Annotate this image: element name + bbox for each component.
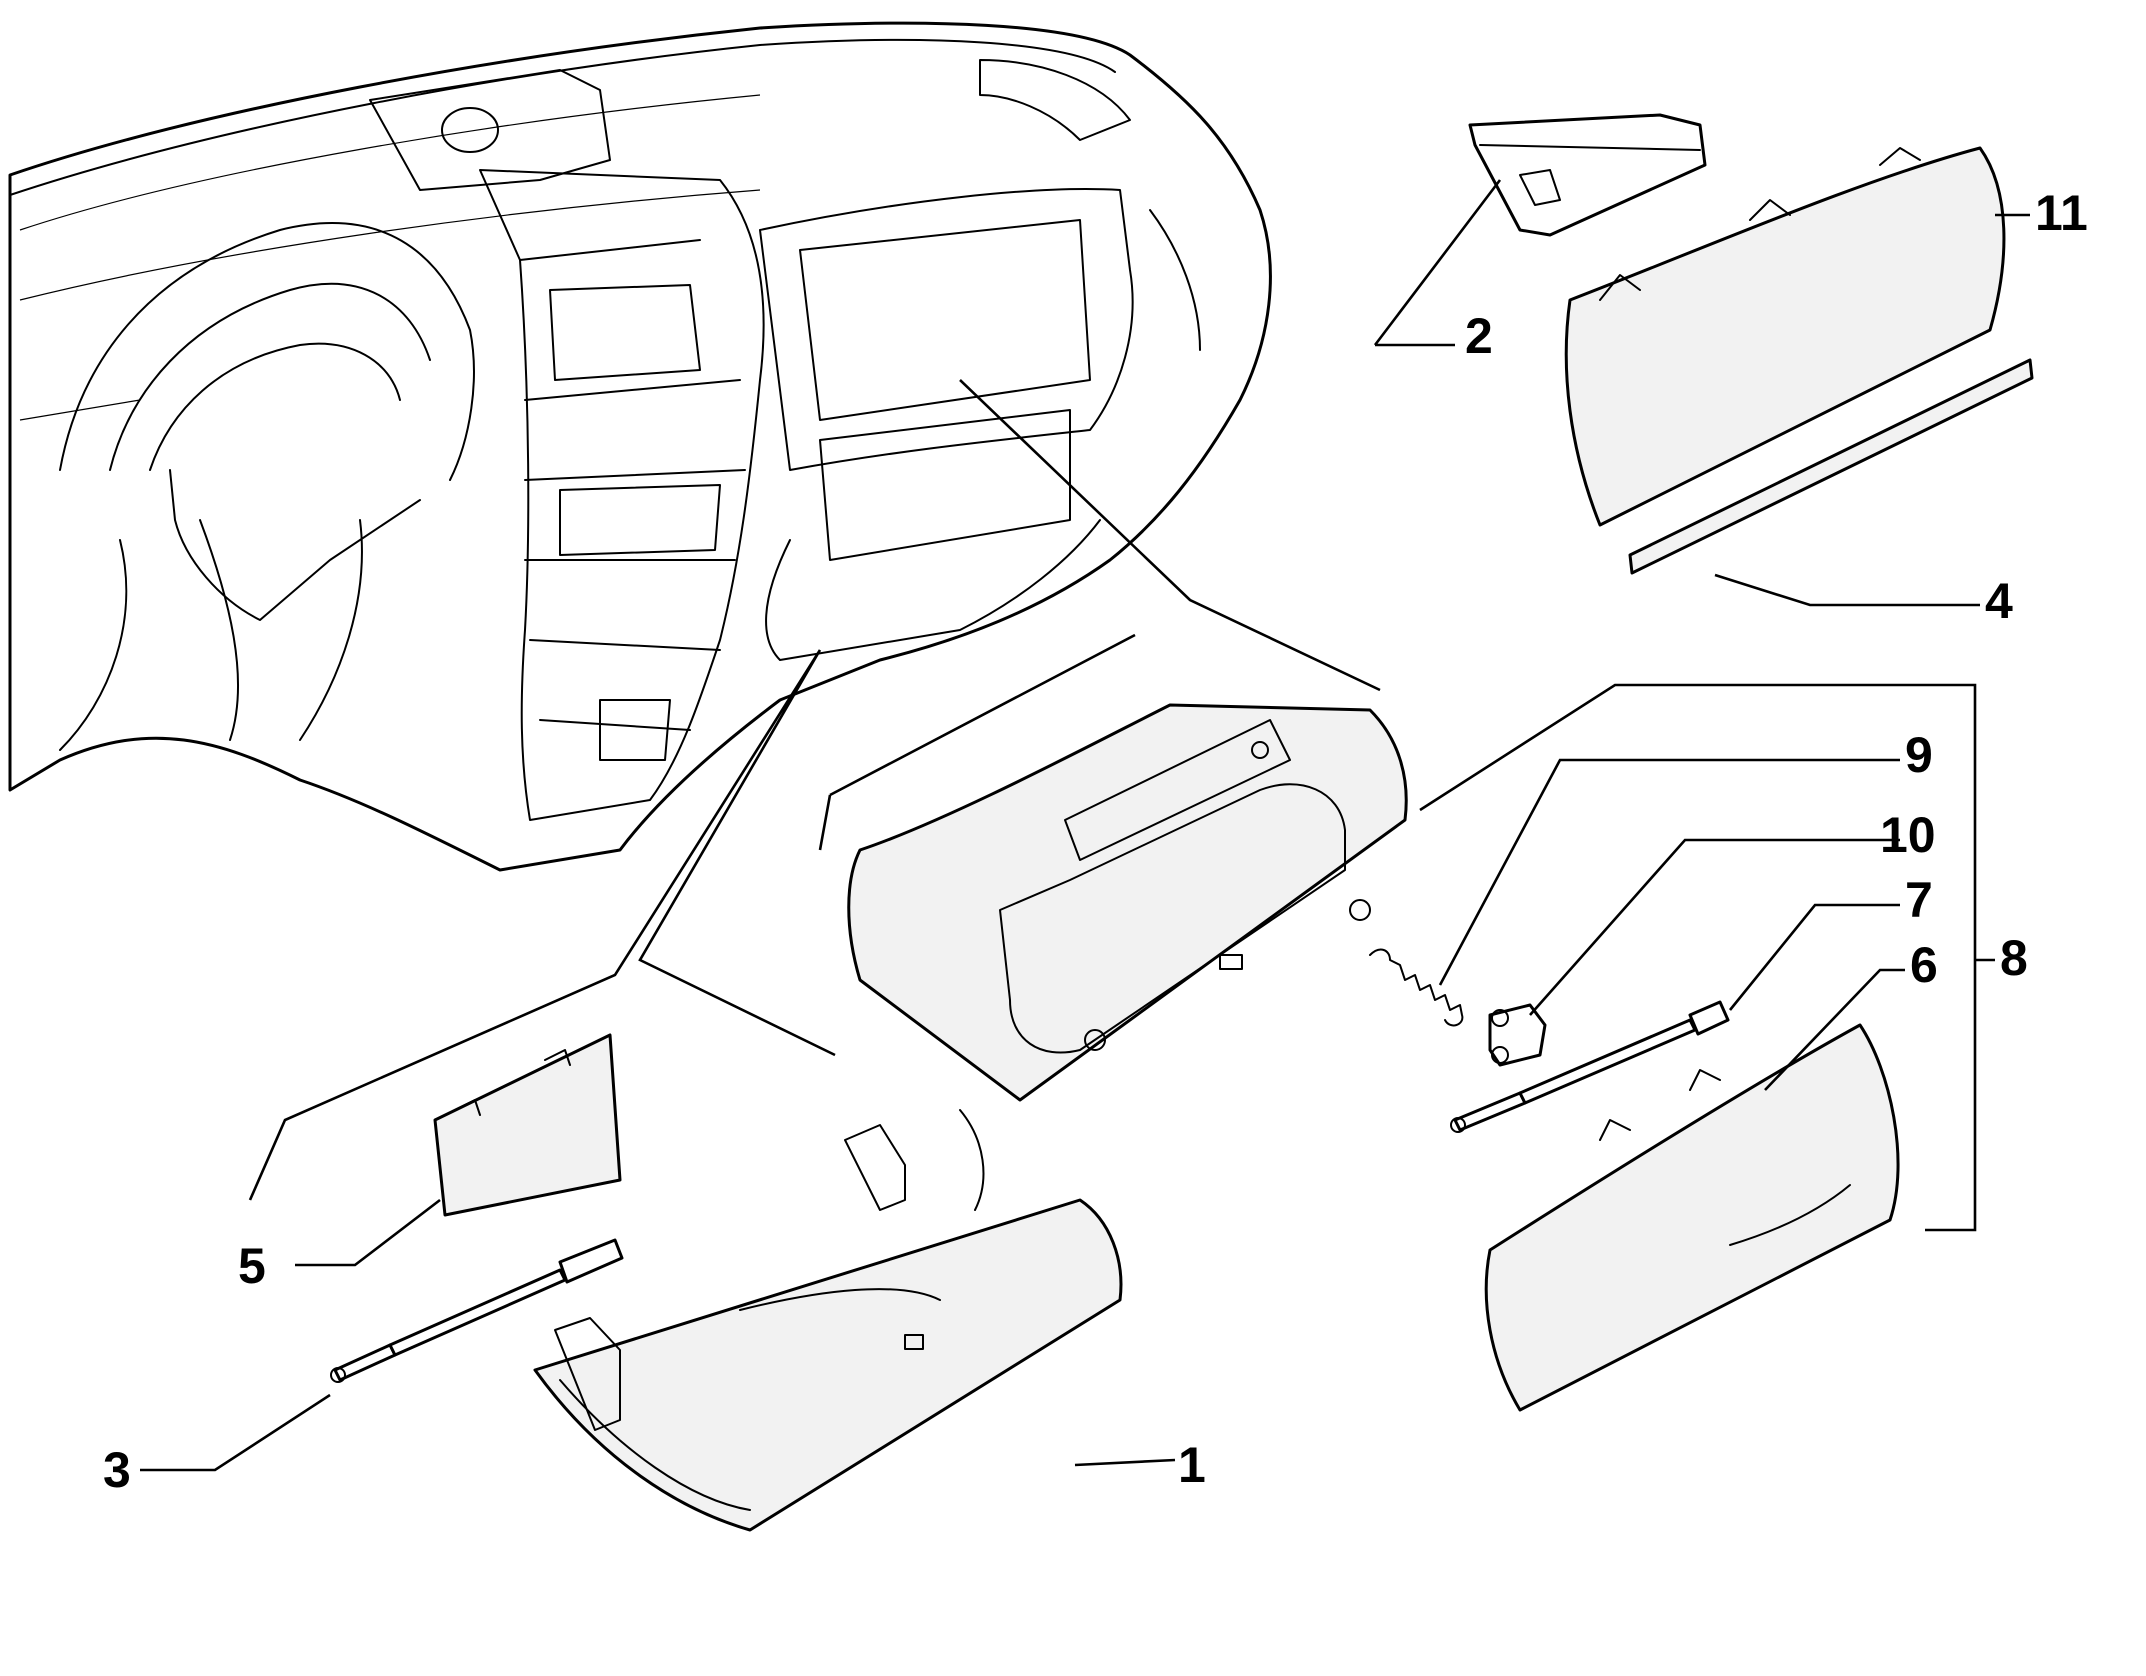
part-3-rod bbox=[330, 1238, 624, 1383]
glovebox-housing bbox=[847, 703, 1408, 1102]
part-11-lid bbox=[1564, 146, 2006, 527]
part-10-hinge bbox=[1488, 1003, 1547, 1067]
callout-7: 7 bbox=[1905, 872, 1933, 928]
leader-1 bbox=[1074, 1458, 1176, 1467]
leader-10 bbox=[1529, 838, 1900, 1016]
part-4-trim-strip bbox=[1628, 358, 2034, 575]
leader-5 bbox=[295, 1198, 441, 1267]
leader-6 bbox=[1764, 968, 1905, 1091]
part-9-spring bbox=[1369, 948, 1464, 1027]
leader-2 bbox=[1373, 179, 1502, 347]
callout-9: 9 bbox=[1905, 727, 1933, 783]
part-1-glovebox-door bbox=[533, 1109, 1123, 1532]
callout-2: 2 bbox=[1465, 308, 1493, 364]
leader-lines bbox=[140, 179, 2030, 1472]
dashboard-assembly bbox=[8, 21, 1272, 872]
leader-door bbox=[248, 649, 836, 1201]
callout-4: 4 bbox=[1985, 573, 2013, 629]
leader-9 bbox=[1438, 758, 1900, 986]
callout-10: 10 bbox=[1880, 807, 1936, 863]
part-7-damper-rod bbox=[1450, 1000, 1730, 1133]
callout-1: 1 bbox=[1178, 1437, 1206, 1493]
callout-3: 3 bbox=[103, 1442, 131, 1498]
callout-8: 8 bbox=[2000, 930, 2028, 986]
leader-3 bbox=[140, 1393, 331, 1472]
callout-11: 11 bbox=[2035, 185, 2088, 241]
part-2-bracket bbox=[1468, 113, 1707, 237]
leader-7 bbox=[1728, 903, 1900, 1011]
part-6-lid bbox=[1484, 1023, 1900, 1412]
leader-8 bbox=[1419, 683, 1995, 1232]
leader-housing bbox=[818, 379, 1381, 851]
callout-6: 6 bbox=[1910, 937, 1938, 993]
part-5-small-door bbox=[433, 1033, 622, 1217]
callout-labels: 1 2 3 4 5 6 7 8 9 10 11 bbox=[103, 185, 2088, 1498]
callout-5: 5 bbox=[238, 1238, 266, 1294]
leader-4 bbox=[1714, 573, 1980, 607]
